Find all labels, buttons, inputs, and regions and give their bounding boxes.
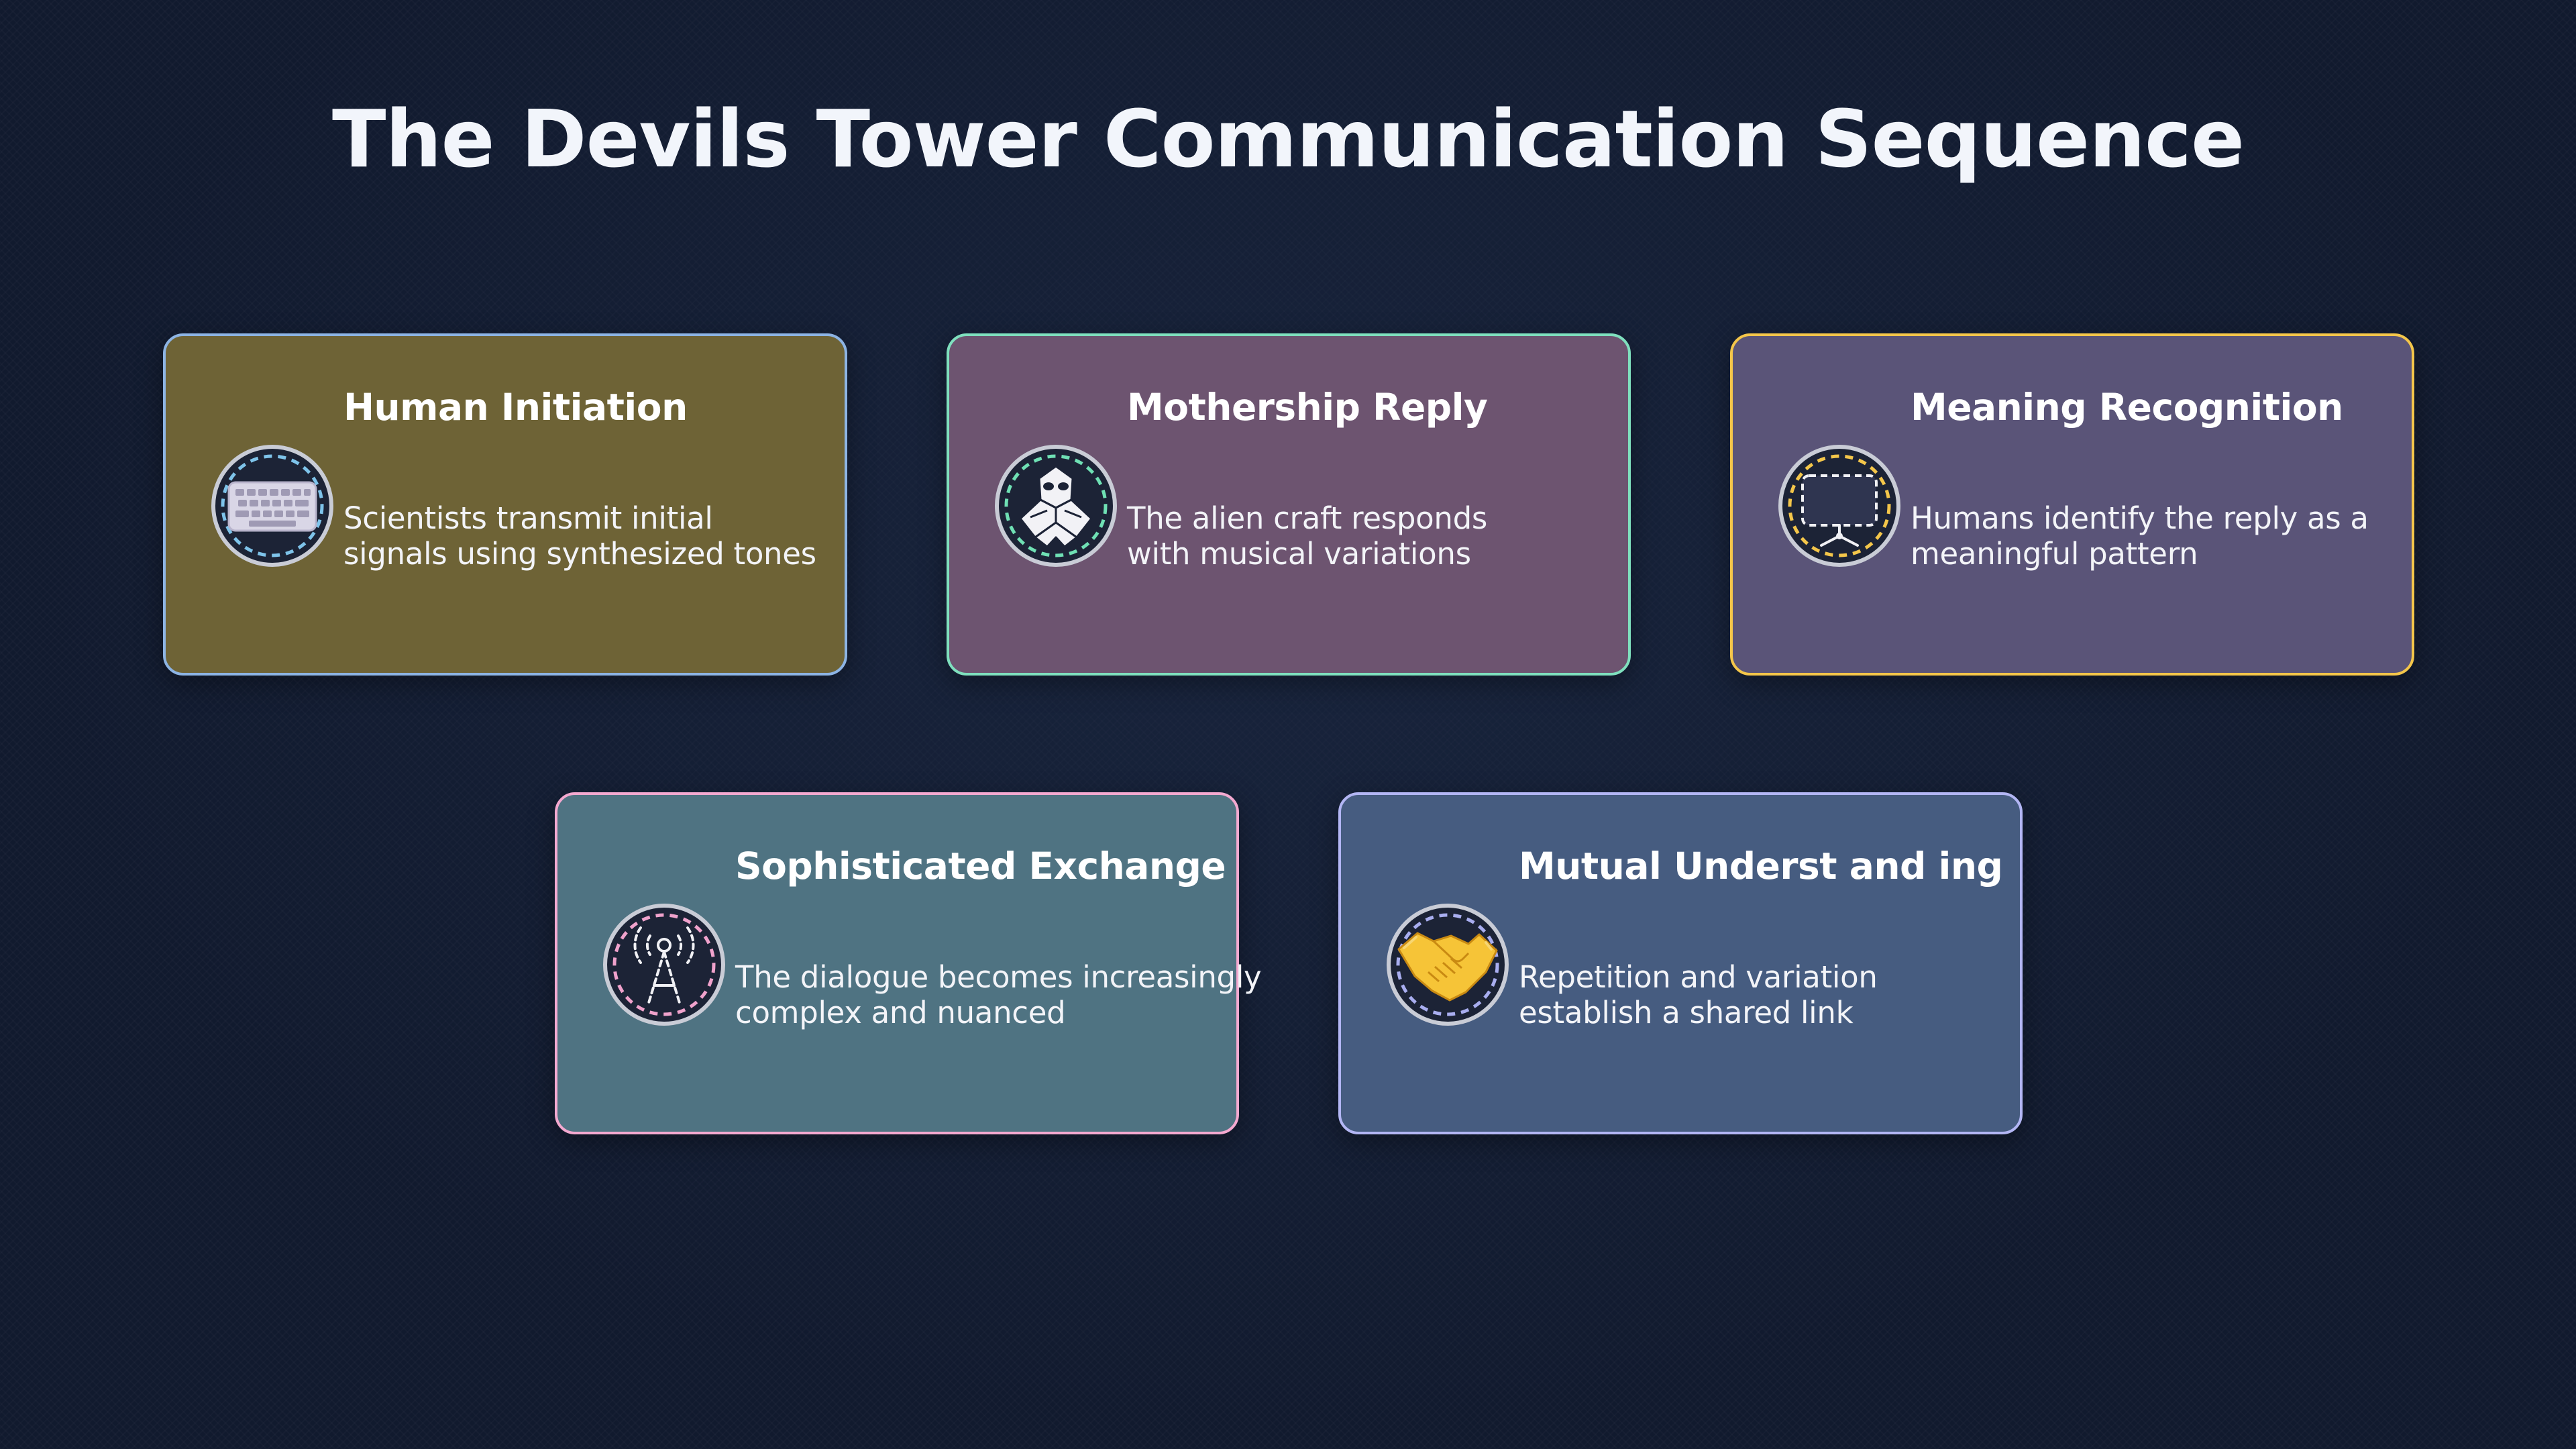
display-screen-icon bbox=[1777, 443, 1902, 568]
alien-spacecraft-icon bbox=[994, 443, 1118, 568]
card-title: Mutual Underst and ing bbox=[1519, 845, 2003, 888]
card-title: Sophisticated Exchange bbox=[735, 845, 1226, 888]
page-title: The Devils Tower Communication Sequence bbox=[331, 93, 2245, 185]
card-description-line: Scientists transmit initial bbox=[343, 500, 713, 536]
card-description: Scientists transmit initial signals usin… bbox=[343, 500, 826, 572]
card-description-line: The dialogue becomes increasingly bbox=[735, 959, 1262, 995]
card-description: Humans identify the reply as a meaningfu… bbox=[1911, 500, 2394, 572]
card-description-line: The alien craft responds bbox=[1127, 500, 1487, 536]
step-card-sophisticated-exchange: Sophisticated Exchange The dialogue beco… bbox=[555, 792, 1262, 1134]
step-card-human-initiation: Human Initiation Scientists transmit ini… bbox=[163, 333, 847, 676]
card-description: Repetition and variation establish a sha… bbox=[1519, 959, 2002, 1030]
step-card-meaning-recognition: Meaning Recognition Humans identify the … bbox=[1730, 333, 2414, 676]
handshake-icon bbox=[1385, 902, 1510, 1027]
card-description-line: meaningful pattern bbox=[1911, 536, 2198, 572]
step-card-mothership-reply: Mothership Reply The alien craft respond… bbox=[947, 333, 1631, 676]
keyboard-icon bbox=[210, 443, 335, 568]
card-description-line: Humans identify the reply as a bbox=[1911, 500, 2369, 536]
card-description-line: Repetition and variation bbox=[1519, 959, 1878, 995]
card-description-line: with musical variations bbox=[1127, 536, 1471, 572]
card-description-line: complex and nuanced bbox=[735, 995, 1066, 1030]
card-title: Meaning Recognition bbox=[1911, 386, 2343, 429]
card-description: The alien craft responds with musical va… bbox=[1127, 500, 1610, 572]
card-description-line: establish a shared link bbox=[1519, 995, 1854, 1030]
antenna-tower-icon bbox=[602, 902, 727, 1027]
card-description-line: signals using synthesized tones bbox=[343, 536, 816, 572]
card-title: Mothership Reply bbox=[1127, 386, 1488, 429]
card-description: The dialogue becomes increasingly comple… bbox=[735, 959, 1262, 1030]
card-title: Human Initiation bbox=[343, 386, 688, 429]
step-card-mutual-understanding: Mutual Underst and ing Repetition and va… bbox=[1338, 792, 2023, 1134]
